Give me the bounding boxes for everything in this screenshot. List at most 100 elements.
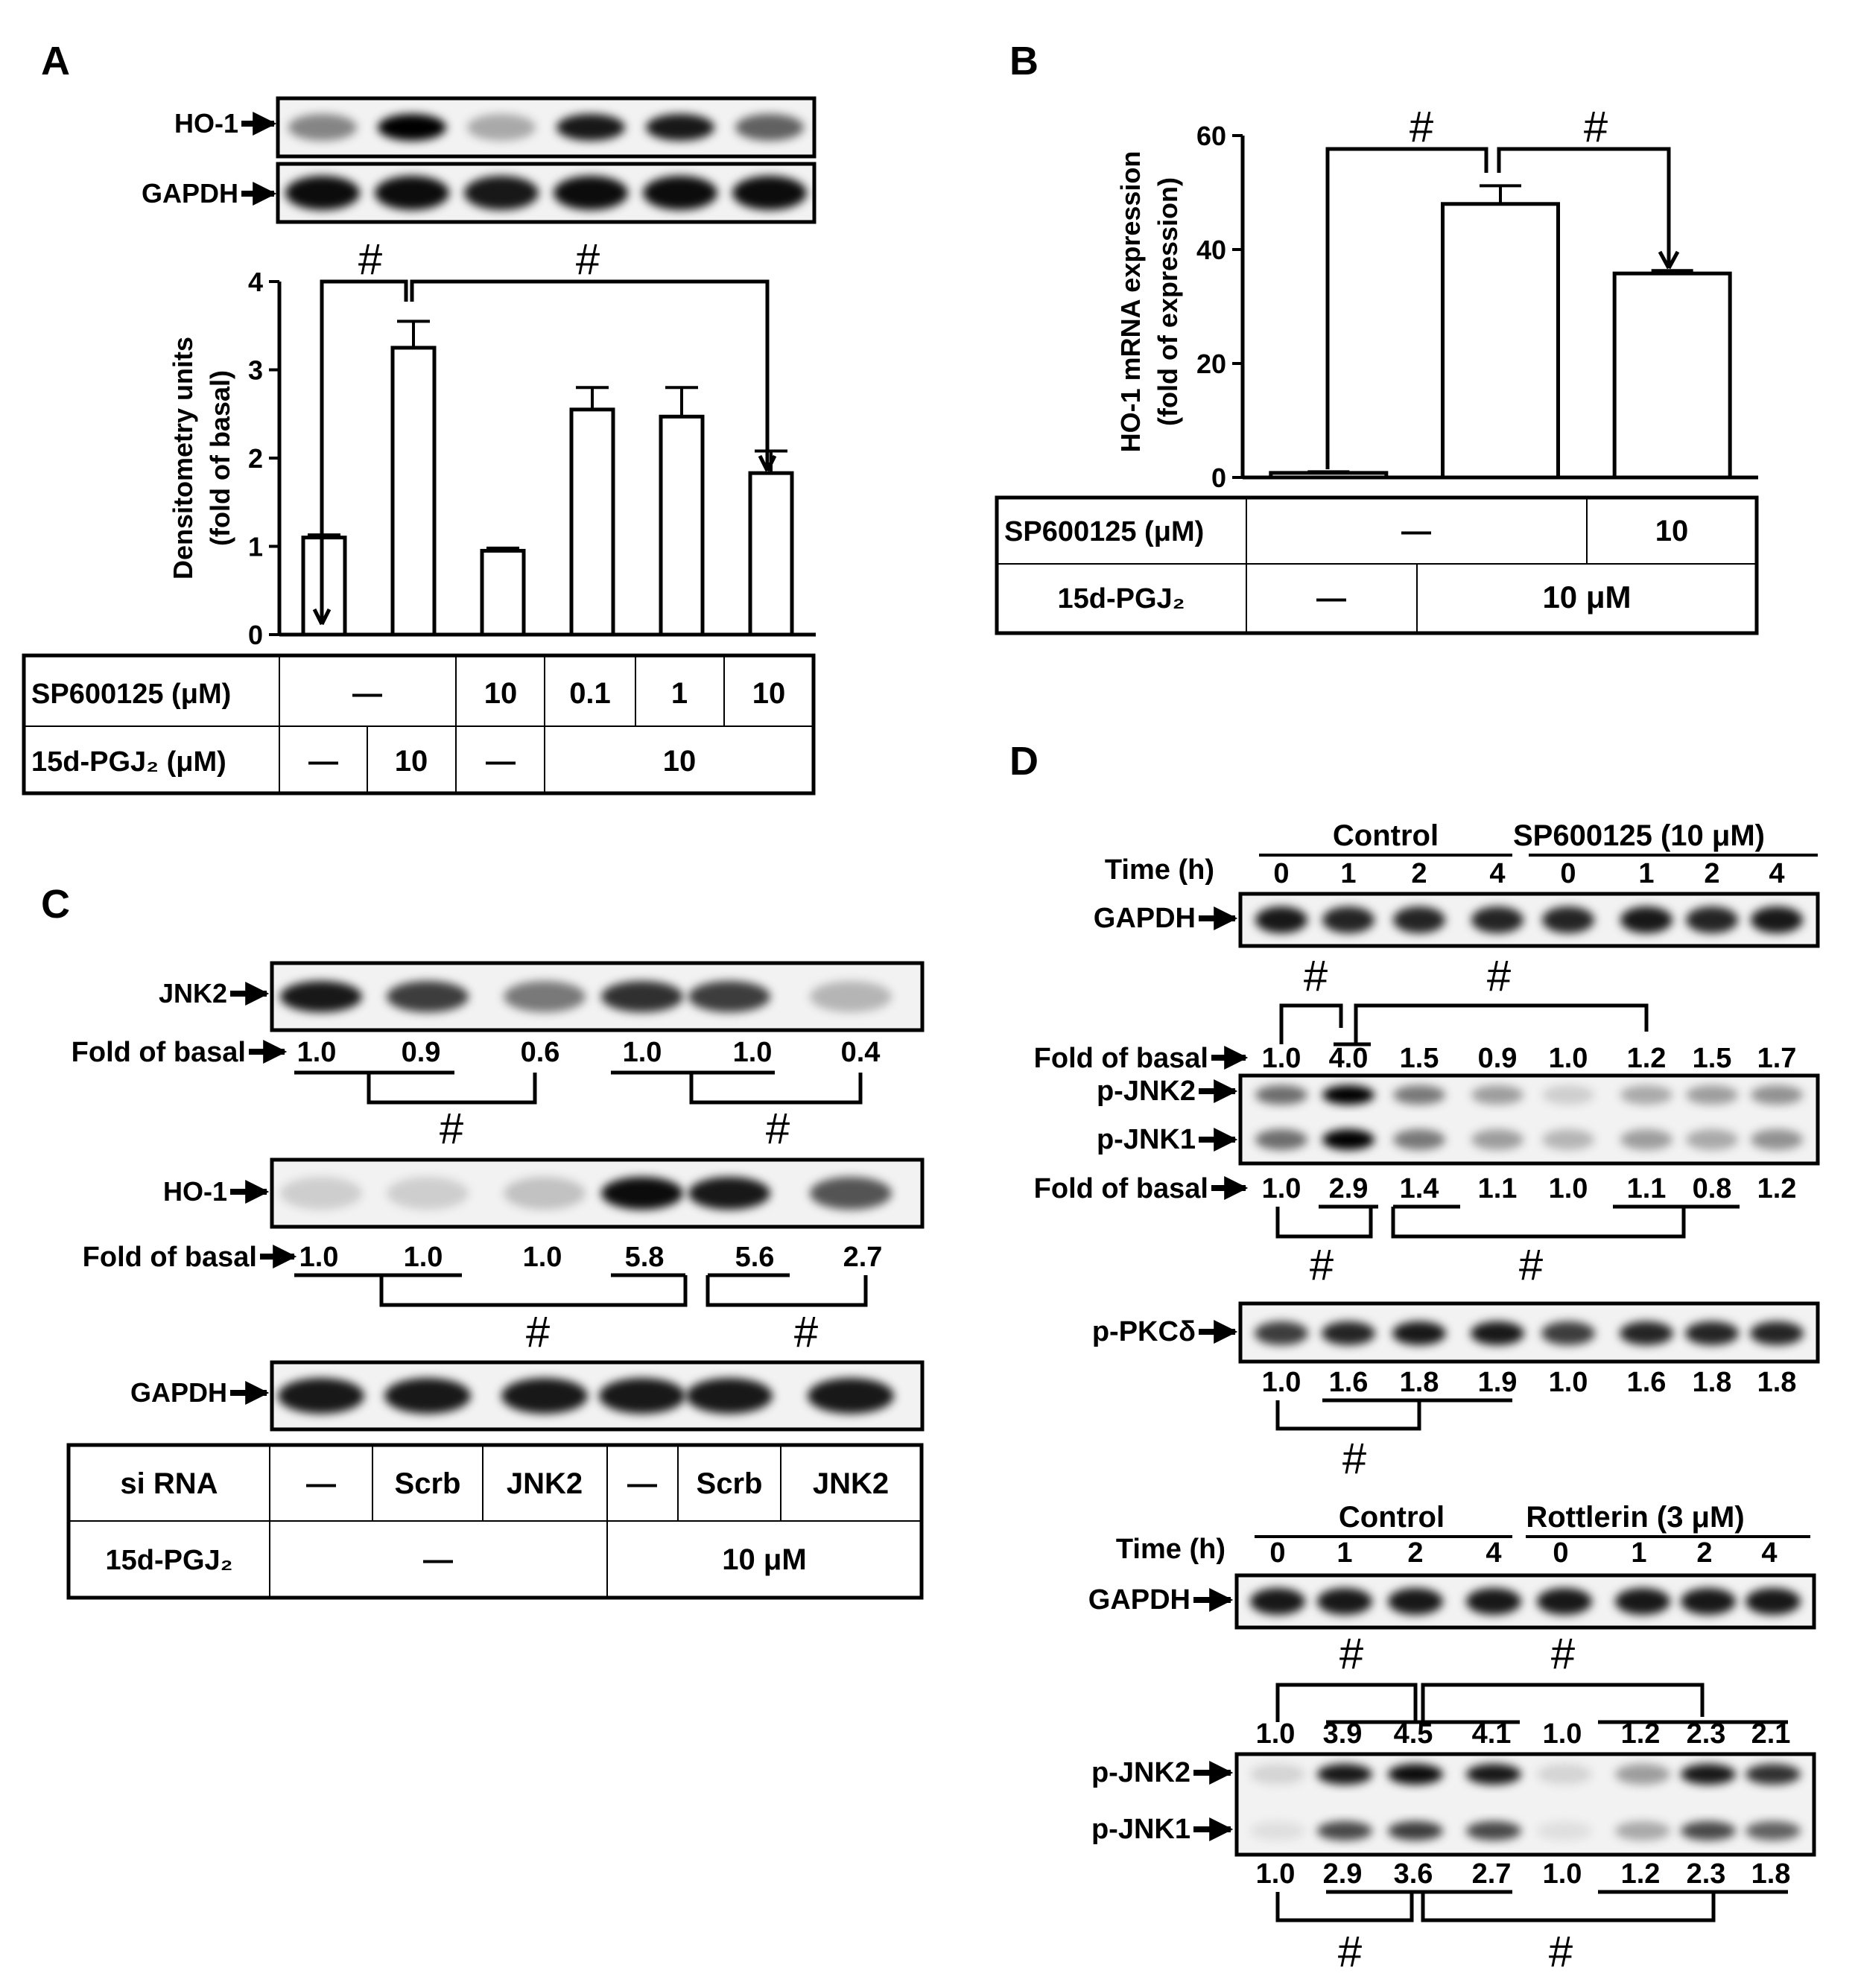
fold-value: 1.2 [1627, 1043, 1667, 1074]
table-row-label: SP600125 (μM) [31, 679, 231, 710]
table-cell: 10 [1655, 515, 1689, 547]
time-value: 2 [1704, 858, 1719, 889]
blot-band [1681, 1764, 1736, 1785]
bar [569, 407, 615, 637]
time-value: 0 [1560, 858, 1576, 889]
blot-band [1746, 1588, 1801, 1615]
table-a [22, 653, 816, 795]
y-axis-label: HO-1 mRNA expression [1115, 151, 1146, 453]
fold-value: 1.2 [1621, 1858, 1661, 1890]
blot-band [1250, 1764, 1305, 1785]
bracket-line [312, 608, 324, 626]
fold-value: 1.0 [297, 1037, 337, 1068]
table-cell: — [423, 1543, 453, 1576]
blot-band [1746, 1764, 1801, 1785]
y-axis-label: Densitometry units [168, 337, 198, 579]
blot-band [1750, 1321, 1804, 1345]
y-tick-label: 60 [1196, 121, 1226, 151]
table-cell: — [352, 677, 382, 710]
blot-band [1681, 1588, 1736, 1615]
bracket-line [294, 1070, 863, 1105]
blot-band [278, 1378, 364, 1414]
fold-value: 2.3 [1687, 1858, 1726, 1890]
fold-value: 1.0 [523, 1242, 562, 1273]
fold-value: 1.0 [1549, 1043, 1588, 1074]
bracket-line [410, 279, 770, 471]
bar [390, 346, 437, 637]
bracket-line [1667, 250, 1680, 270]
blot-label-gapdh: GAPDH [142, 178, 238, 209]
blot-band [1255, 1129, 1307, 1150]
bar [480, 548, 526, 637]
band-group [1255, 906, 1803, 933]
blot-band [1620, 1321, 1673, 1345]
fold-value: 1.8 [1400, 1367, 1439, 1398]
significance-mark: # [794, 1308, 818, 1356]
table-cell: 10 [663, 745, 697, 778]
blot-band [601, 981, 683, 1012]
blot-band [387, 1177, 469, 1210]
blot-band [1686, 1129, 1738, 1150]
fold-value: 1.0 [733, 1037, 773, 1068]
significance-mark: # [1410, 103, 1433, 151]
blot-band [1393, 906, 1445, 933]
bracket-line [1275, 1398, 1512, 1431]
blot-band [1681, 1821, 1736, 1841]
blot-band [387, 981, 469, 1012]
group-label: Control [1339, 1501, 1445, 1534]
bracket-line [294, 1273, 868, 1307]
blot-band [1322, 906, 1375, 933]
fold-value: 1.0 [1543, 1858, 1582, 1890]
blot-band [557, 114, 625, 141]
significance-mark: # [576, 235, 600, 284]
bracket-line [1279, 1003, 1649, 1047]
blot-label-gapdh: GAPDH [130, 1377, 227, 1408]
blot-strip-gapdh [276, 162, 817, 224]
blot-band [1537, 1821, 1592, 1841]
blot-band [1250, 1821, 1305, 1841]
fold-value: 1.8 [1693, 1367, 1732, 1398]
significance-mark: # [766, 1105, 790, 1153]
fold-value: 1.8 [1751, 1858, 1791, 1890]
blot-band [1541, 1321, 1595, 1345]
table-cell: Scrb [395, 1467, 461, 1500]
blot-band [1615, 1764, 1670, 1785]
fold-value: 1.0 [1256, 1858, 1296, 1890]
table-row-label: 15d-PGJ₂ [105, 1545, 232, 1576]
fold-value: 1.6 [1329, 1367, 1369, 1398]
blot-band [1542, 906, 1594, 933]
blot-label-gapdh: GAPDH [1088, 1584, 1190, 1616]
band-group [280, 1177, 892, 1210]
panel-label-c: C [41, 882, 70, 927]
blot-band [1751, 906, 1803, 933]
panel-label-a: A [41, 39, 70, 83]
fold-value: 1.0 [1262, 1043, 1301, 1074]
significance-mark: # [1551, 1630, 1575, 1678]
blot-band [688, 1177, 770, 1210]
time-value: 2 [1411, 858, 1427, 889]
blot-band [1751, 1085, 1803, 1105]
blot-band [1466, 1588, 1521, 1615]
time-value: 0 [1553, 1537, 1568, 1569]
fold-value: 2.7 [843, 1242, 883, 1273]
blot-band [1686, 906, 1738, 933]
band-group [1255, 1085, 1803, 1150]
bracket-line [1275, 1204, 1740, 1239]
fold-value: 1.2 [1757, 1173, 1797, 1204]
blot-label-jnk2: JNK2 [159, 978, 227, 1009]
blot-label-ppkc: p-PKCδ [1092, 1316, 1196, 1347]
table-cell: 10 μM [722, 1543, 806, 1576]
blot-label-pjnk1: p-JNK1 [1097, 1124, 1196, 1155]
bracket-line [320, 279, 408, 624]
bracket-line [1275, 1890, 1788, 1922]
table-cell: — [1316, 582, 1346, 614]
group-label: Rottlerin (3 μM) [1526, 1501, 1744, 1534]
blot-band [1542, 1129, 1594, 1150]
significance-mark: # [1584, 103, 1608, 151]
fold-value: 2.7 [1472, 1858, 1512, 1890]
table-cell: 10 [752, 677, 786, 710]
fold-value: 4.0 [1329, 1043, 1369, 1074]
